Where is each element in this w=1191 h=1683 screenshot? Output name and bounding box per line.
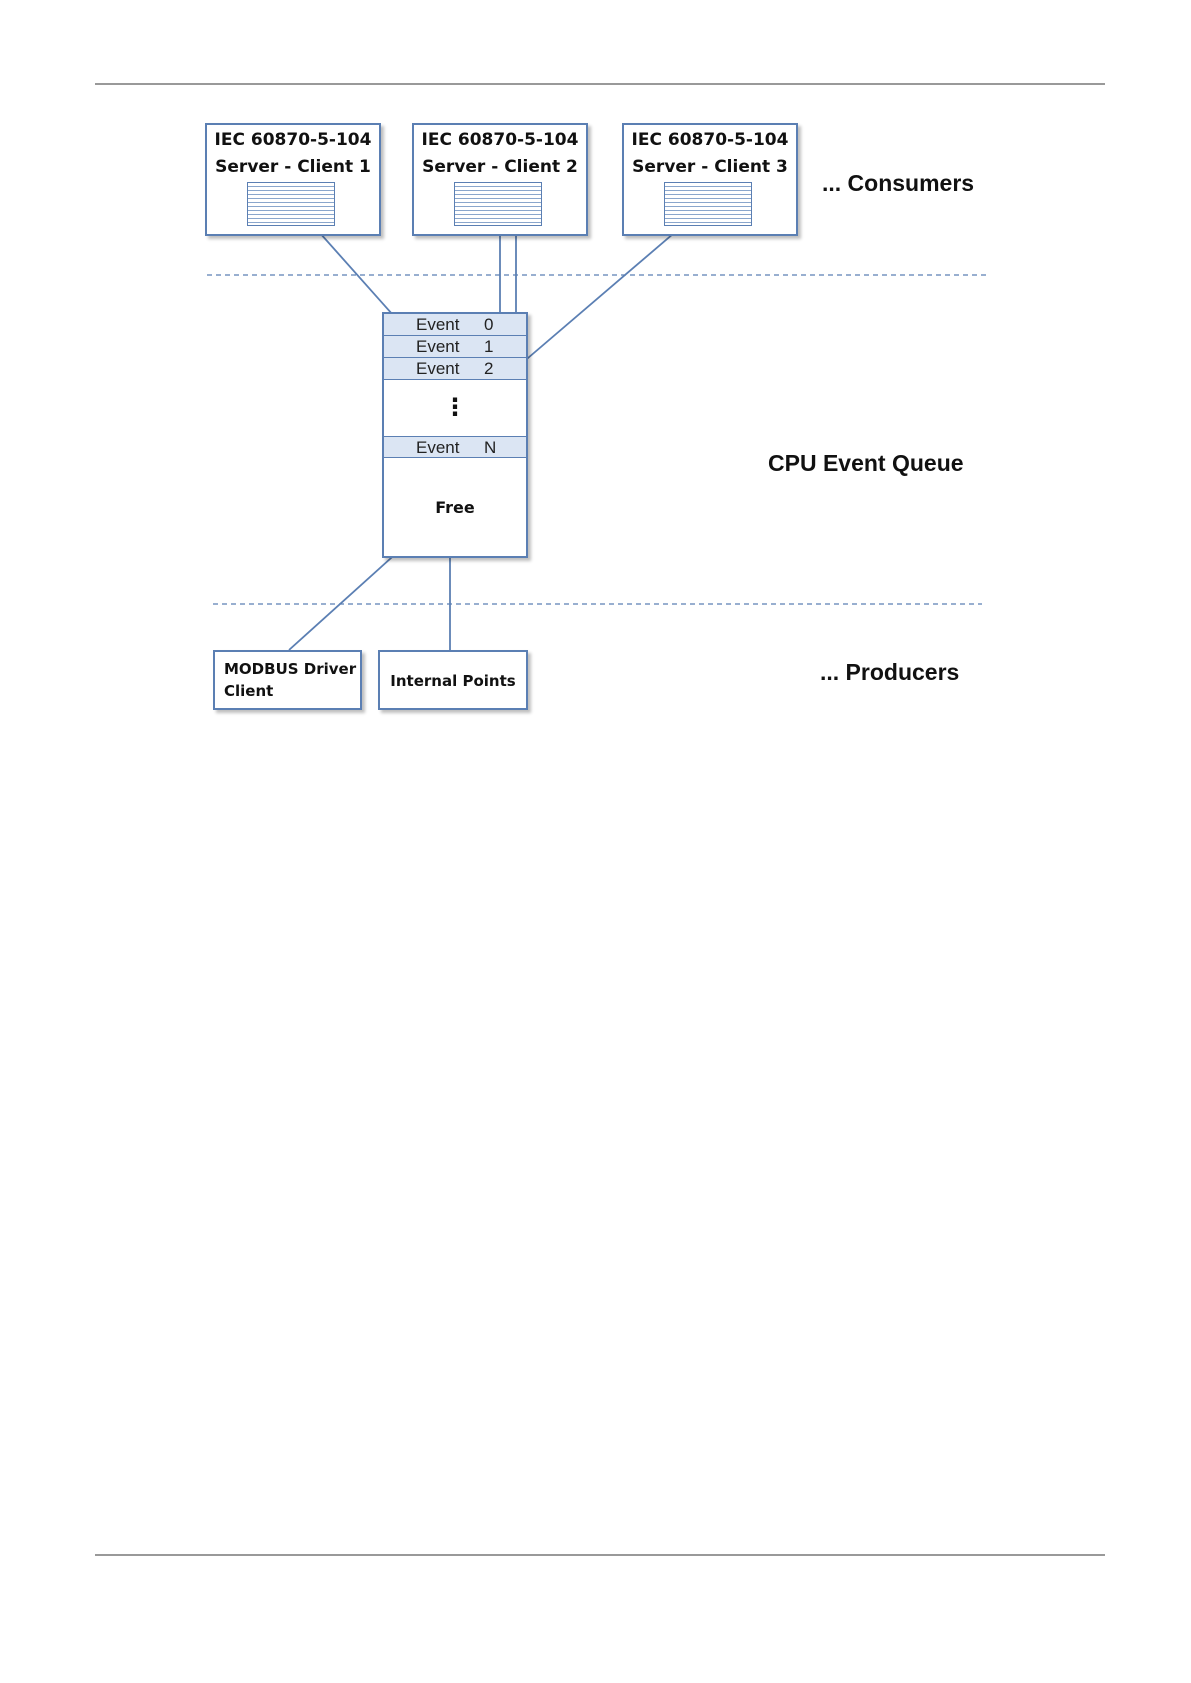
consumers-label: ... Consumers <box>822 170 974 197</box>
producer-box-modbus: MODBUS Driver Client <box>213 650 362 710</box>
event-label: Event <box>416 314 459 335</box>
producer-title-line1: Internal Points <box>380 672 526 690</box>
consumer-box-client-1: IEC 60870-5-104 Server - Client 1 <box>205 123 381 236</box>
free-space-label: Free <box>384 498 526 517</box>
event-number: N <box>484 437 496 458</box>
producer-title-line2: Client <box>224 682 273 700</box>
event-number: 2 <box>484 358 493 379</box>
buffer-icon <box>664 182 752 226</box>
consumer-title-line2: Server - Client 3 <box>624 157 796 177</box>
consumer-title-line2: Server - Client 1 <box>207 157 379 177</box>
consumer-title-line1: IEC 60870-5-104 <box>624 130 796 150</box>
buffer-icon <box>454 182 542 226</box>
event-number: 0 <box>484 314 493 335</box>
event-number: 1 <box>484 336 493 357</box>
cpu-event-queue-title: CPU Event Queue <box>768 450 964 477</box>
event-row-n: Event N <box>384 436 526 458</box>
cpu-event-queue: Event 0 Event 1 Event 2 ⋮ Event N Free <box>382 312 528 558</box>
event-label: Event <box>416 437 459 458</box>
event-row-2: Event 2 <box>384 358 526 380</box>
consumer-title-line1: IEC 60870-5-104 <box>414 130 586 150</box>
consumer-box-client-2: IEC 60870-5-104 Server - Client 2 <box>412 123 588 236</box>
consumer-box-client-3: IEC 60870-5-104 Server - Client 3 <box>622 123 798 236</box>
event-row-1: Event 1 <box>384 336 526 358</box>
event-label: Event <box>416 336 459 357</box>
event-row-0: Event 0 <box>384 314 526 336</box>
producers-label: ... Producers <box>820 659 959 686</box>
ellipsis-vertical: ⋮ <box>384 400 526 414</box>
event-label: Event <box>416 358 459 379</box>
producer-title-line1: MODBUS Driver <box>224 660 356 678</box>
consumer-title-line1: IEC 60870-5-104 <box>207 130 379 150</box>
producer-box-internal-points: Internal Points <box>378 650 528 710</box>
consumer-title-line2: Server - Client 2 <box>414 157 586 177</box>
buffer-icon <box>247 182 335 226</box>
